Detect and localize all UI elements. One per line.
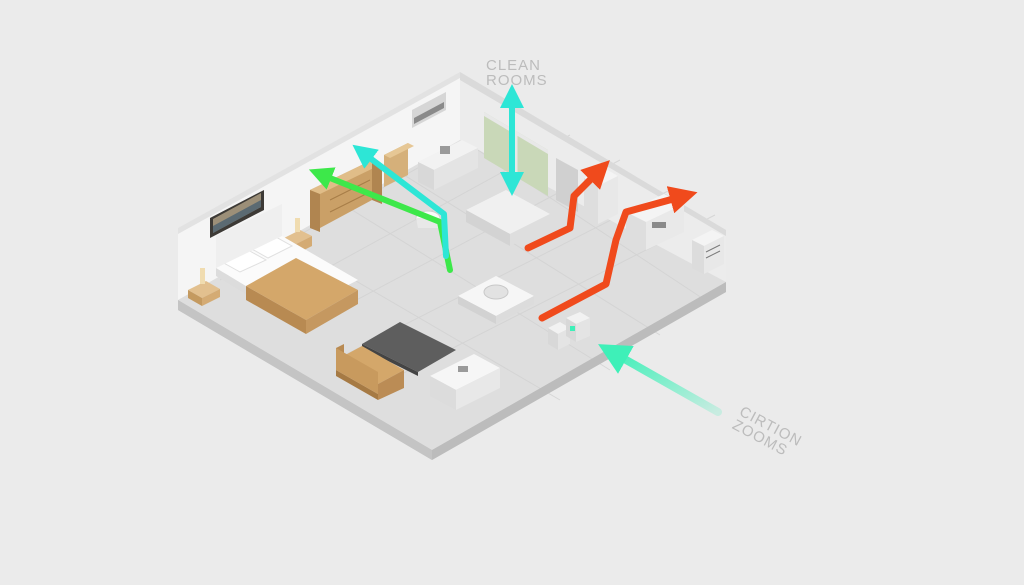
label-clean-rooms-line2: ROOMS: [486, 72, 548, 89]
coffee-table: [466, 190, 550, 246]
sofa-icon: [336, 344, 404, 400]
air-purifier: [548, 312, 590, 350]
robot-vacuum-icon: [458, 276, 534, 324]
washing-machine: [692, 230, 724, 274]
orange-airflow-arrow-1: [524, 160, 610, 252]
tv-panel: [362, 322, 456, 376]
wall-vent: [412, 92, 446, 128]
flow-arrows: [308, 84, 722, 416]
orange-airflow-arrow-2: [538, 186, 698, 322]
label-clean-rooms-line1: CLEAN: [486, 57, 542, 74]
label-clean-rooms: CLEAN ROOMS: [486, 58, 548, 88]
wall-painting: [210, 190, 264, 238]
cabinet-island: [430, 354, 500, 410]
bed-icon: [216, 204, 358, 334]
mint-airflow-arrow: [598, 344, 722, 416]
cyan-airflow-arrow: [352, 144, 449, 259]
nightstand-lower: [188, 268, 220, 306]
desk-icon: [418, 140, 478, 190]
